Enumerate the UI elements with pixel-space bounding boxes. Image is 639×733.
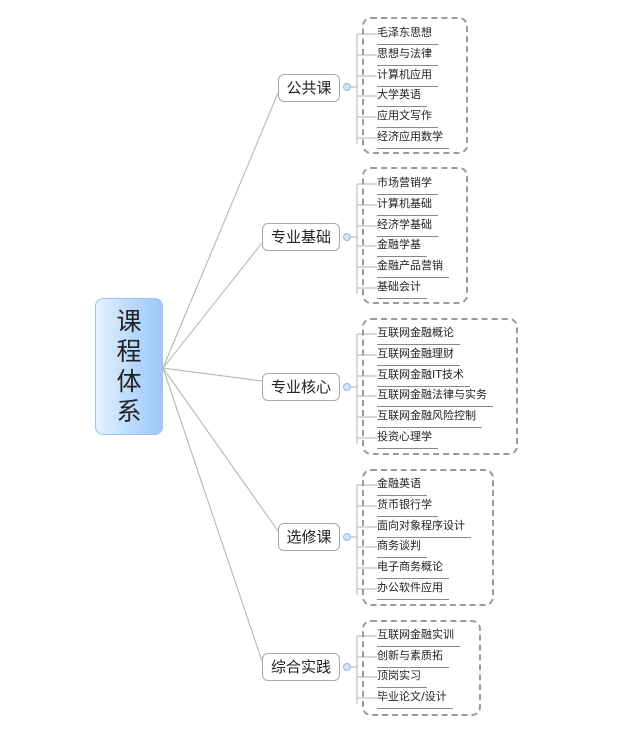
root-connector [162, 92, 279, 369]
subtopic-item[interactable]: 创新与素质拓 [377, 647, 449, 668]
root-char: 程 [116, 336, 142, 366]
root-connector [162, 367, 263, 382]
subtopic-item[interactable]: 毛泽东思想 [377, 24, 438, 45]
collapse-toggle[interactable] [343, 663, 351, 671]
root-char: 体 [116, 366, 142, 396]
subtopic-item[interactable]: 计算机应用 [377, 66, 438, 87]
subtopic-item[interactable]: 互联网金融理财 [377, 345, 460, 366]
subtopic-group-core [362, 318, 518, 455]
subtopic-item[interactable]: 货币银行学 [377, 496, 438, 517]
collapse-toggle[interactable] [343, 533, 351, 541]
subtopic-item[interactable]: 互联网金融IT技术 [377, 366, 470, 387]
category-node-practice[interactable]: 综合实践 [262, 653, 340, 681]
subtopic-group-elective [362, 469, 494, 606]
subtopic-item[interactable]: 经济应用数学 [377, 128, 449, 149]
subtopic-item[interactable]: 毕业论文/设计 [377, 688, 453, 709]
subtopic-item[interactable]: 投资心理学 [377, 428, 438, 449]
subtopic-item[interactable]: 商务谈判 [377, 537, 427, 558]
root-connector [162, 367, 263, 662]
subtopic-group-public [362, 17, 468, 154]
subtopic-group-practice [362, 620, 481, 716]
subtopic-item[interactable]: 市场营销学 [377, 174, 438, 195]
collapse-toggle[interactable] [343, 383, 351, 391]
subtopic-item[interactable]: 互联网金融风险控制 [377, 407, 482, 428]
root-char: 系 [116, 396, 142, 426]
subtopic-item[interactable]: 金融产品营销 [377, 257, 449, 278]
root-node[interactable]: 课 程 体 系 [95, 298, 163, 435]
root-connector [162, 367, 279, 532]
subtopic-item[interactable]: 金融英语 [377, 475, 427, 496]
subtopic-item[interactable]: 办公软件应用 [377, 579, 449, 600]
subtopic-item[interactable]: 经济学基础 [377, 216, 438, 237]
subtopic-item[interactable]: 面向对象程序设计 [377, 517, 471, 538]
subtopic-item[interactable]: 互联网金融法律与实务 [377, 386, 493, 407]
category-node-elective[interactable]: 选修课 [278, 523, 340, 551]
subtopic-item[interactable]: 互联网金融实训 [377, 626, 460, 647]
subtopic-item[interactable]: 顶岗实习 [377, 667, 427, 688]
subtopic-item[interactable]: 计算机基础 [377, 195, 438, 216]
root-connector [162, 242, 263, 369]
subtopic-group-foundation [362, 167, 468, 304]
subtopic-item[interactable]: 金融学基 [377, 236, 427, 257]
collapse-toggle[interactable] [343, 83, 351, 91]
category-node-foundation[interactable]: 专业基础 [262, 223, 340, 251]
subtopic-item[interactable]: 电子商务概论 [377, 558, 449, 579]
subtopic-item[interactable]: 应用文写作 [377, 107, 438, 128]
category-node-core[interactable]: 专业核心 [262, 373, 340, 401]
collapse-toggle[interactable] [343, 233, 351, 241]
subtopic-item[interactable]: 互联网金融概论 [377, 324, 460, 345]
root-char: 课 [116, 306, 142, 336]
subtopic-item[interactable]: 思想与法律 [377, 45, 438, 66]
subtopic-item[interactable]: 大学英语 [377, 86, 427, 107]
subtopic-item[interactable]: 基础会计 [377, 278, 427, 299]
category-node-public[interactable]: 公共课 [278, 74, 340, 102]
